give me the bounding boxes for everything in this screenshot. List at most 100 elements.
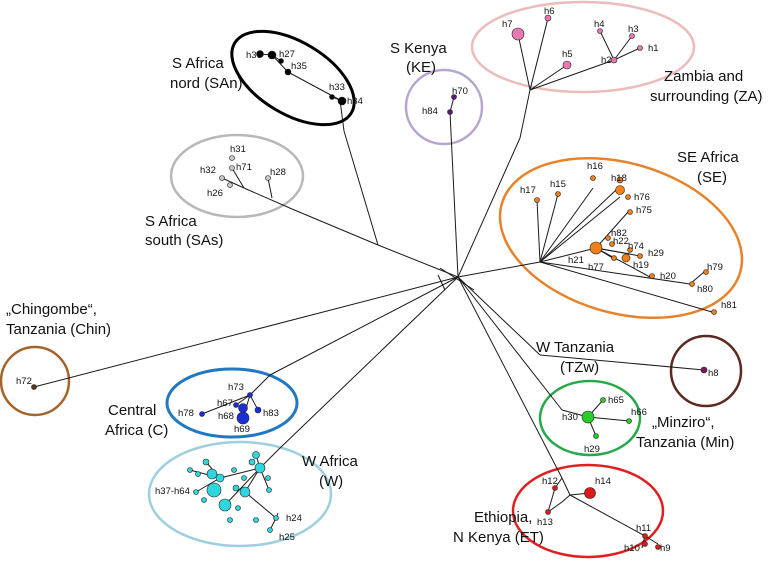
label-sas-2: south (SAs) (145, 232, 223, 249)
label-w-2: (W) (319, 473, 343, 490)
node-h17 (534, 197, 540, 203)
hlabel-h77: h77 (588, 262, 604, 273)
group-ellipse-sas (169, 133, 305, 219)
label-c-2: Africa (C) (105, 422, 168, 439)
hlabel-h66: h66 (631, 407, 647, 418)
node-h29-se (637, 253, 643, 259)
group-ellipse-w (147, 440, 333, 548)
node-h29-tzw (593, 433, 599, 439)
hlabel-h29-tzw: h29 (584, 444, 600, 455)
hlabel-h28: h28 (270, 167, 286, 178)
hlabel-h33: h33 (329, 82, 345, 93)
hlabel-h6: h6 (544, 6, 555, 17)
node-h27b (278, 58, 284, 64)
hlabel-h3: h3 (628, 24, 639, 35)
hlabel-h21: h21 (568, 255, 584, 266)
hlabel-h2: h2 (601, 55, 612, 66)
node-h35 (284, 68, 292, 76)
node-h73 (247, 392, 253, 398)
label-za-2: surrounding (ZA) (650, 88, 763, 105)
hlabel-h84: h84 (422, 106, 438, 117)
node-h28 (265, 175, 271, 181)
node-h21 (589, 241, 603, 255)
hlabel-h83: h83 (263, 408, 279, 419)
hlabel-h75: h75 (636, 205, 652, 216)
label-ke-1: S Kenya (390, 40, 447, 57)
node-h80 (689, 281, 695, 287)
hlabel-h4: h4 (594, 19, 605, 30)
label-tzw-2: (TZw) (560, 359, 599, 376)
node-h16 (590, 175, 596, 181)
hlabel-h12: h12 (542, 476, 558, 487)
network-nodes (31, 14, 717, 550)
node-h27a (267, 50, 277, 60)
node-h26 (227, 182, 233, 188)
node-h74 (627, 247, 633, 253)
hlabel-h82: h82 (611, 228, 627, 239)
group-ellipse-san (230, 29, 356, 127)
hlabel-h31: h31 (230, 144, 246, 155)
group-ellipse-c (165, 367, 299, 439)
node-h75 (627, 209, 633, 215)
node-h11 (642, 533, 648, 539)
node-h13 (545, 509, 551, 515)
group-ellipse-se (498, 156, 744, 320)
label-c-1: Central (108, 402, 156, 419)
node-h72 (31, 384, 37, 390)
node-h2 (610, 56, 618, 64)
node-h66 (626, 418, 632, 424)
node-h36 (256, 50, 264, 58)
label-et-2: N Kenya (ET) (453, 529, 544, 546)
node-h12 (552, 485, 558, 491)
node-h68 (238, 403, 248, 413)
hlabel-h11: h11 (636, 523, 651, 534)
hlabel-h16: h16 (587, 161, 603, 172)
group-ellipse-ke (404, 68, 484, 146)
hlabel-h5: h5 (562, 49, 573, 60)
node-h34 (337, 96, 347, 106)
hlabel-h17: h17 (520, 185, 536, 196)
node-h77 (611, 255, 617, 261)
label-tzw-1: W Tanzania (536, 339, 615, 356)
node-h1 (637, 45, 643, 51)
hlabel-h9: h9 (660, 543, 671, 554)
group-ellipse-min (669, 334, 743, 408)
node-h15 (555, 191, 561, 197)
node-h33 (329, 94, 335, 100)
hlabel-h65: h65 (608, 395, 624, 406)
node-h20 (649, 273, 655, 279)
hlabel-h20: h20 (660, 271, 676, 282)
node-h5 (562, 60, 572, 70)
node-h18a (616, 176, 624, 184)
hlabel-h14: h14 (595, 476, 611, 487)
hlabel-h34: h34 (347, 96, 363, 107)
hlabel-h70: h70 (452, 86, 468, 97)
label-sas-1: S Africa (145, 213, 197, 230)
hlabel-h80: h80 (697, 284, 713, 295)
node-h7 (511, 27, 525, 41)
node-h3 (629, 33, 635, 39)
hlabel-h24: h24 (286, 513, 302, 524)
node-h9 (655, 544, 661, 550)
w-cluster-nodes (187, 451, 279, 533)
label-za-1: Zambia and (664, 68, 743, 85)
hlabel-h8: h8 (708, 368, 719, 379)
label-w-1: W Africa (302, 453, 358, 470)
node-h84 (447, 109, 453, 115)
node-h31 (229, 155, 235, 161)
node-h4 (597, 28, 603, 34)
node-h22 (609, 241, 615, 247)
hlabel-h68: h68 (218, 411, 234, 422)
hlabel-h67: h67 (217, 398, 233, 409)
node-h30 (581, 410, 595, 424)
node-h65 (600, 397, 606, 403)
hlabel-h7: h7 (502, 19, 513, 30)
label-min-1: „Minziro“, (652, 414, 715, 431)
node-h83 (254, 406, 262, 414)
hlabel-h35: h35 (291, 61, 307, 72)
label-chin-2: Tanzania (Chin) (6, 321, 111, 338)
hlabel-h69: h69 (234, 424, 250, 435)
node-h14 (584, 487, 596, 499)
hlabel-h79: h79 (707, 262, 723, 273)
node-h32 (219, 175, 225, 181)
